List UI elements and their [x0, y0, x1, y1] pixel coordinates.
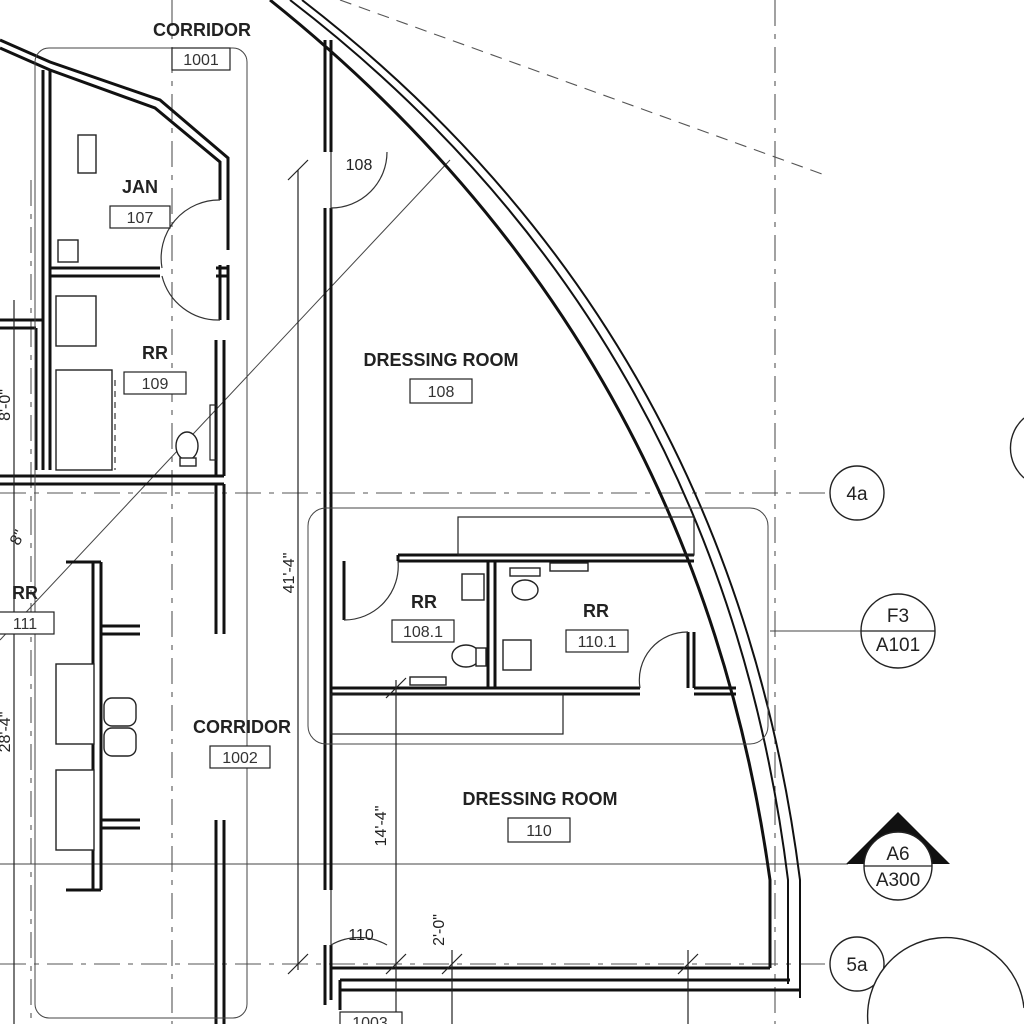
- room-number: 109: [142, 376, 169, 393]
- room-rr-108-1: RR 108.1: [391, 592, 455, 643]
- room-number: 1001: [183, 52, 219, 69]
- dimension-door-offset: 2'-0": [431, 914, 448, 946]
- section-sheet: A300: [876, 870, 920, 891]
- room-number: 1002: [222, 750, 258, 767]
- grid-bubble-label: 4a: [846, 484, 868, 505]
- room-name: RR: [142, 343, 168, 363]
- section-reference-a6: A6 A300: [846, 812, 950, 901]
- room-name: JAN: [122, 177, 158, 197]
- partial-bubble: [1009, 417, 1024, 479]
- plumbing-fixtures: [55, 134, 589, 851]
- room-name: CORRIDOR: [193, 717, 291, 737]
- room-name: DRESSING ROOM: [462, 789, 617, 809]
- room-dressing-110: DRESSING ROOM 110: [462, 789, 618, 843]
- door-tag-110: 110: [348, 927, 374, 944]
- room-outlines: [34, 47, 769, 1019]
- room-jan-107: JAN 107: [109, 177, 171, 229]
- room-name: RR: [583, 601, 609, 621]
- room-rr-109: RR 109: [123, 343, 187, 395]
- room-number: 108.1: [403, 624, 443, 641]
- dimension-overall: 41'-4": [281, 553, 298, 594]
- room-rr-110-1: RR 110.1: [565, 601, 629, 653]
- room-corridor-1003: 1003: [339, 1011, 403, 1024]
- room-corridor-1001: CORRIDOR 1001: [153, 20, 251, 71]
- room-number: 1003: [352, 1015, 388, 1024]
- room-corridor-1002: CORRIDOR 1002: [193, 717, 291, 769]
- grid-bubble-4a: 4a: [829, 465, 885, 521]
- dimension-left-bottom: 28'-4": [0, 712, 14, 753]
- detail-sheet: A101: [876, 635, 920, 656]
- room-dressing-108: DRESSING ROOM 108: [363, 350, 519, 404]
- room-name: RR: [411, 592, 437, 612]
- grid-bubble-label: 5a: [846, 955, 868, 976]
- room-number: 108: [428, 384, 455, 401]
- room-rr-111: RR 111: [0, 583, 55, 635]
- door-tag-108: 108: [346, 157, 373, 174]
- dimension-lines: [13, 159, 699, 1024]
- partial-bubble: [866, 936, 1024, 1024]
- room-name: RR: [12, 583, 38, 603]
- doors: [114, 151, 689, 947]
- grid-lines: [0, 0, 862, 1024]
- walls: [0, 0, 801, 1024]
- dimension-lower: 14'-4": [373, 806, 390, 847]
- room-name: DRESSING ROOM: [363, 350, 518, 370]
- dimension-left-top: 8'-0": [0, 389, 14, 421]
- room-number: 111: [13, 616, 37, 633]
- room-number: 107: [127, 210, 154, 227]
- grid-bubble-5a: 5a: [829, 936, 885, 992]
- room-number: 110.1: [578, 634, 617, 651]
- dimension-left-diag: 8": [7, 527, 29, 548]
- room-number: 110: [526, 823, 552, 840]
- section-id: A6: [886, 844, 909, 865]
- room-name: CORRIDOR: [153, 20, 251, 40]
- detail-reference-f3: F3 A101: [860, 593, 936, 669]
- detail-id: F3: [887, 606, 909, 627]
